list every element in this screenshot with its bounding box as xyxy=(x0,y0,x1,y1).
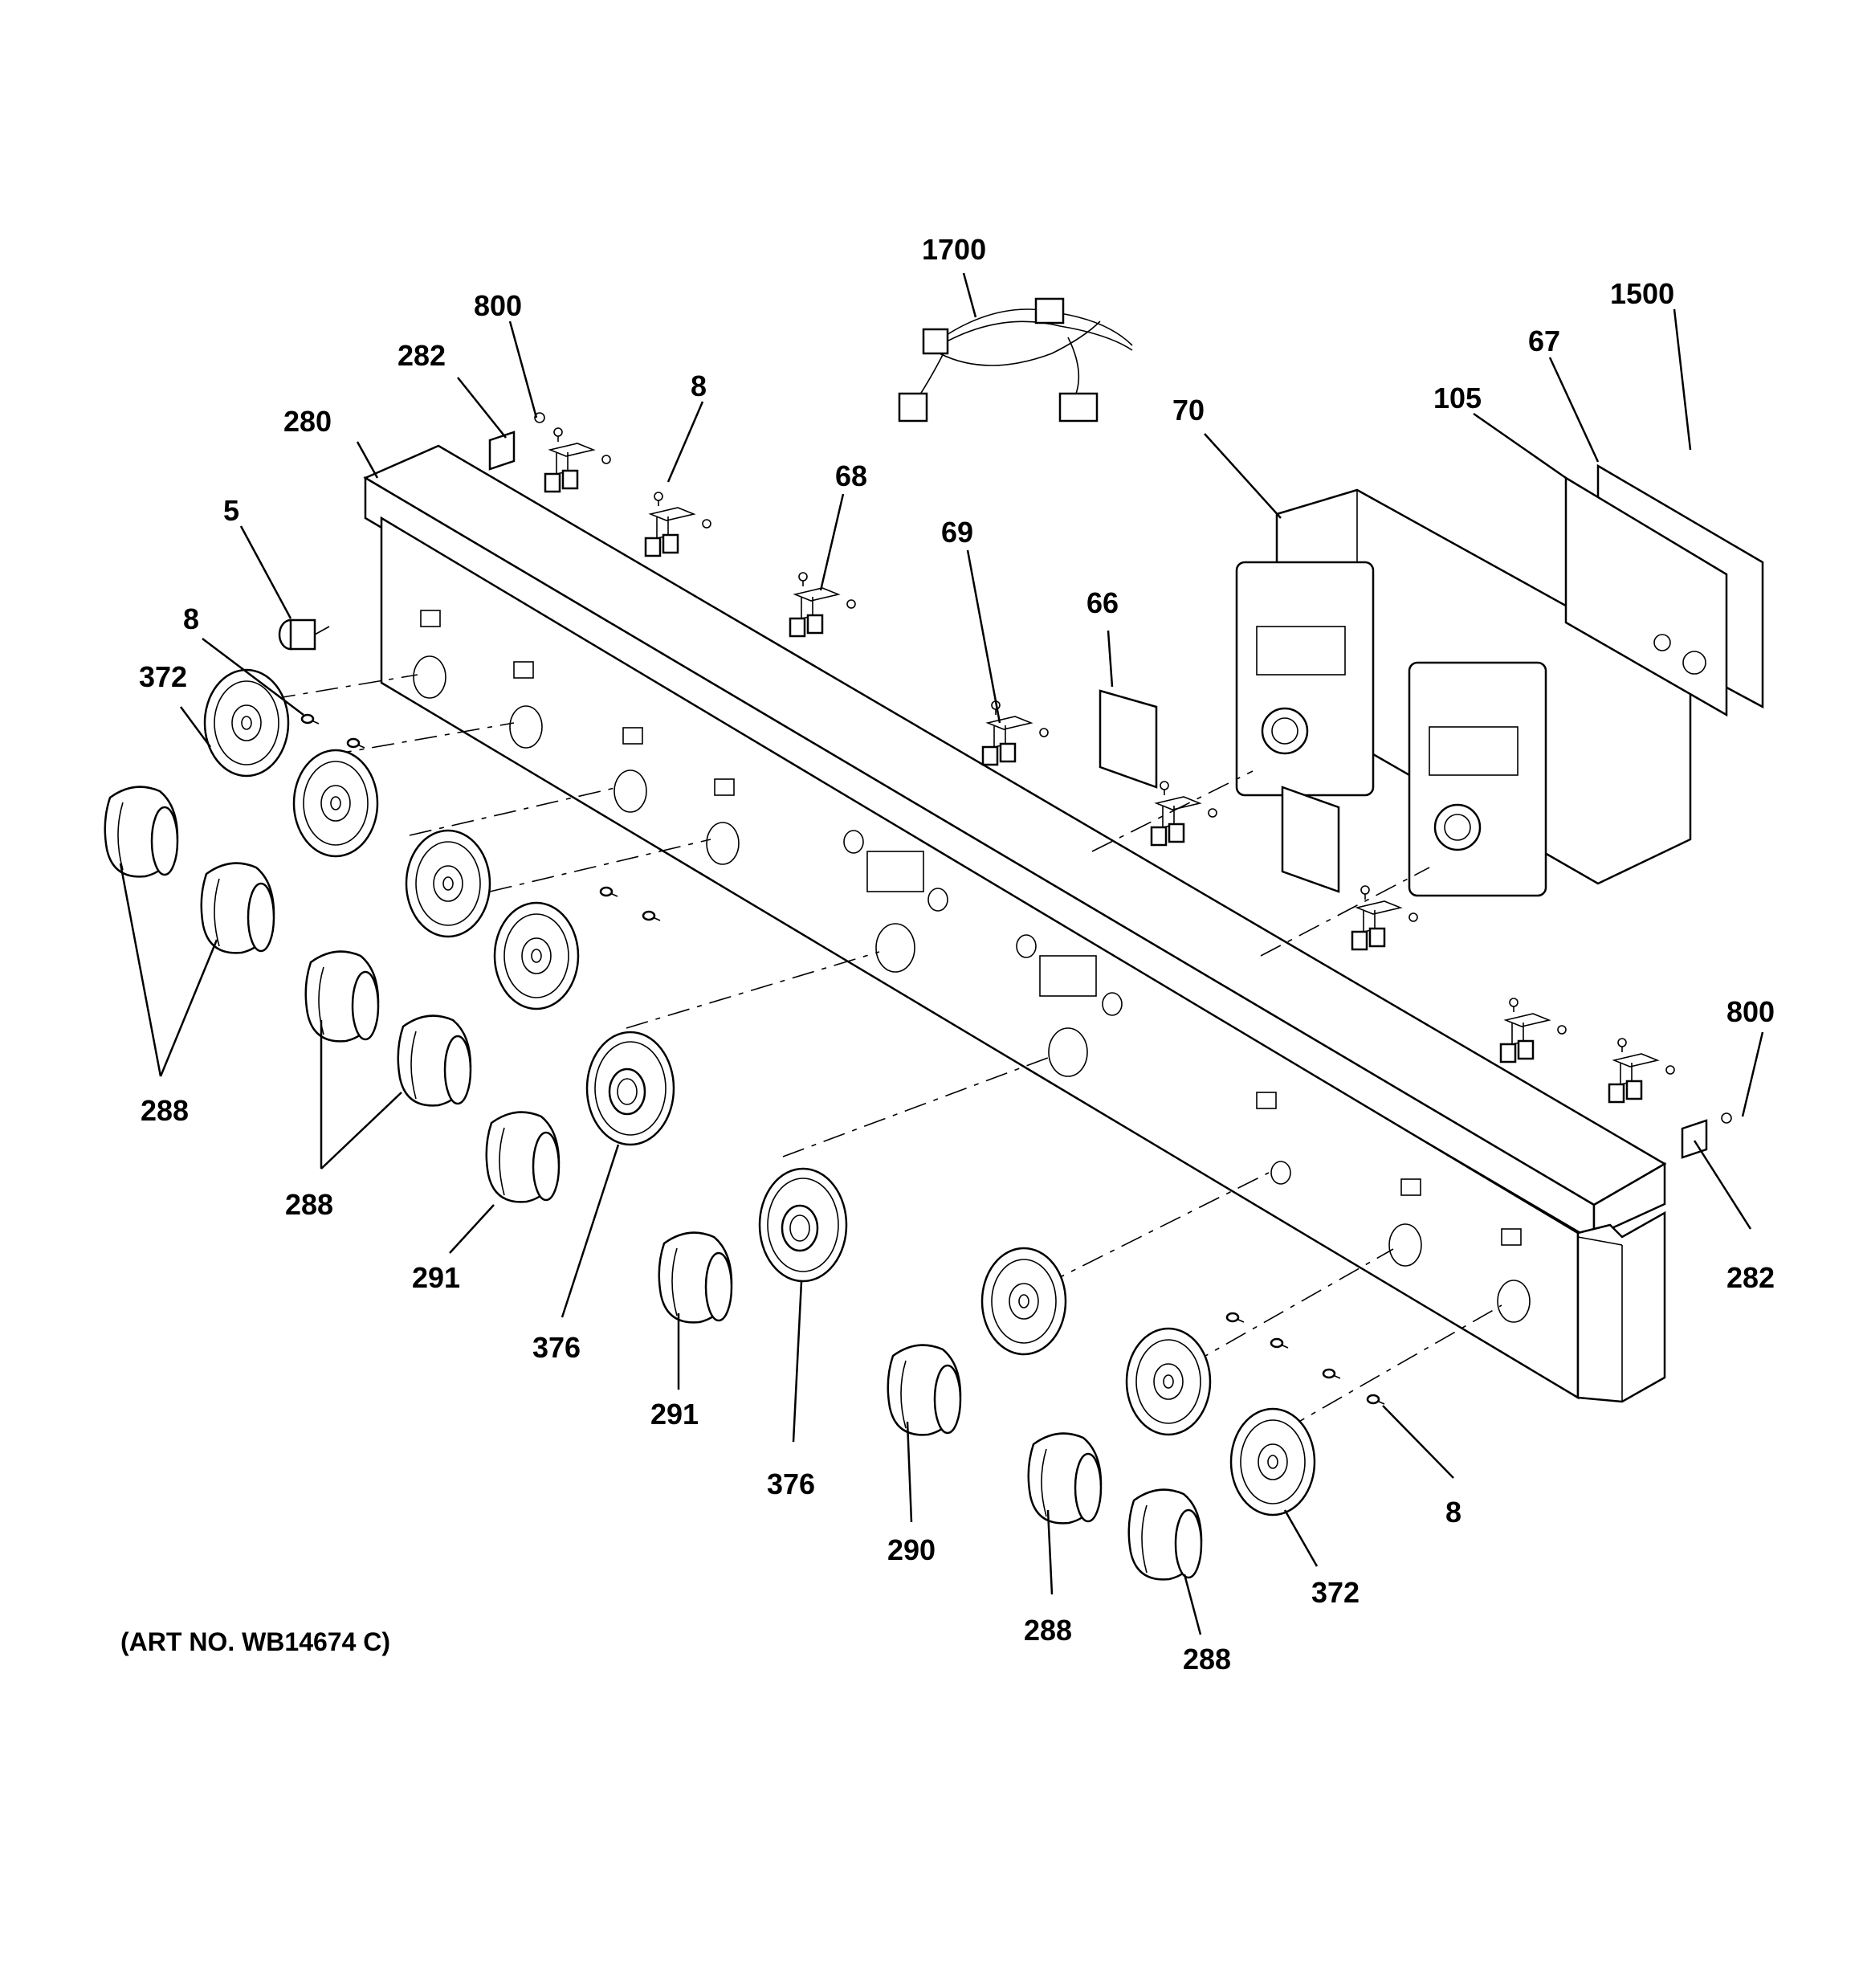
callout-376: 376 xyxy=(532,1331,581,1364)
art-number: (ART NO. WB14674 C) xyxy=(120,1627,390,1656)
callout-800: 800 xyxy=(474,289,522,322)
callout-372: 372 xyxy=(1311,1576,1360,1609)
callout-105: 105 xyxy=(1433,382,1482,414)
callout-288: 288 xyxy=(1183,1643,1231,1676)
callout-69: 69 xyxy=(941,516,973,549)
window-66 xyxy=(1099,689,1340,893)
callout-376: 376 xyxy=(767,1468,815,1500)
callout-282: 282 xyxy=(397,339,446,372)
callout-282: 282 xyxy=(1726,1261,1775,1294)
callout-8: 8 xyxy=(691,369,707,402)
callout-68: 68 xyxy=(835,459,867,492)
callout-5: 5 xyxy=(223,494,239,527)
callout-291: 291 xyxy=(412,1261,460,1294)
callout-291: 291 xyxy=(650,1398,699,1431)
callout-67: 67 xyxy=(1528,325,1560,357)
callout-800: 800 xyxy=(1726,995,1775,1028)
callout-290: 290 xyxy=(887,1533,936,1566)
callout-372: 372 xyxy=(139,660,187,693)
control-panel-280 xyxy=(363,444,1667,1403)
callout-labels: 1700 800 1500 282 8 67 280 70 105 68 5 6… xyxy=(139,233,1775,1676)
timer-module-70 xyxy=(1235,488,1692,897)
callout-1500: 1500 xyxy=(1610,277,1674,310)
leader-lines xyxy=(119,272,1764,1635)
callout-1700: 1700 xyxy=(922,233,986,266)
callout-70: 70 xyxy=(1172,394,1205,427)
circuit-board-105 xyxy=(1564,463,1764,717)
wire-harness-1700 xyxy=(898,297,1133,423)
alignment-lines xyxy=(272,674,1502,1431)
knobs-right xyxy=(887,1247,1316,1581)
callout-288: 288 xyxy=(285,1188,333,1221)
callout-66: 66 xyxy=(1086,586,1119,619)
callout-288: 288 xyxy=(1024,1614,1072,1647)
indicator-light-5 xyxy=(278,618,330,651)
callout-8: 8 xyxy=(1445,1496,1461,1529)
callout-8: 8 xyxy=(183,602,199,635)
callout-280: 280 xyxy=(283,405,332,438)
callout-288: 288 xyxy=(141,1094,189,1127)
